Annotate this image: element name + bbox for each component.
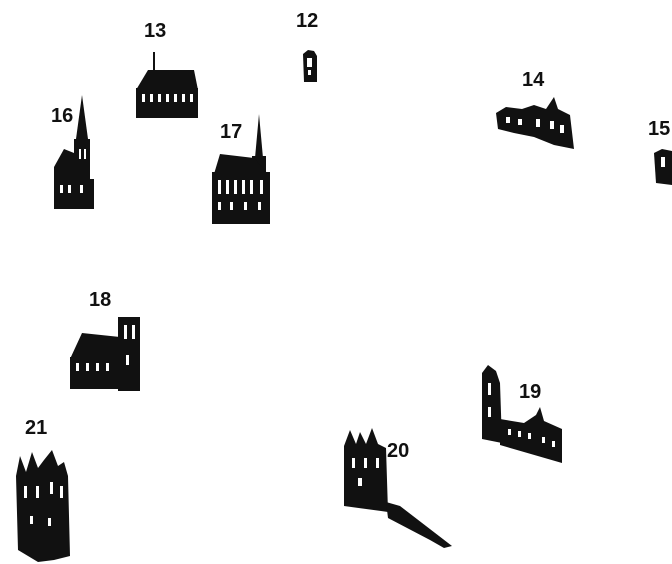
model-12-tower-icon bbox=[300, 48, 320, 84]
model-14-castle-icon bbox=[494, 93, 576, 153]
model-16-spire-icon bbox=[52, 95, 96, 209]
label-13: 13 bbox=[144, 21, 166, 41]
model-17-cathedral-icon bbox=[210, 114, 272, 226]
model-20-gatehouse-icon bbox=[340, 422, 456, 550]
model-18-church-icon bbox=[68, 315, 144, 393]
label-18: 18 bbox=[89, 290, 111, 310]
label-21: 21 bbox=[25, 418, 47, 438]
model-15-tower-icon bbox=[652, 147, 672, 187]
label-14: 14 bbox=[522, 70, 544, 90]
model-21-castle-icon bbox=[14, 446, 74, 564]
label-12: 12 bbox=[296, 11, 318, 31]
model-19-castle-icon bbox=[478, 363, 564, 465]
label-15: 15 bbox=[648, 119, 670, 139]
model-13-church-icon bbox=[134, 52, 200, 120]
